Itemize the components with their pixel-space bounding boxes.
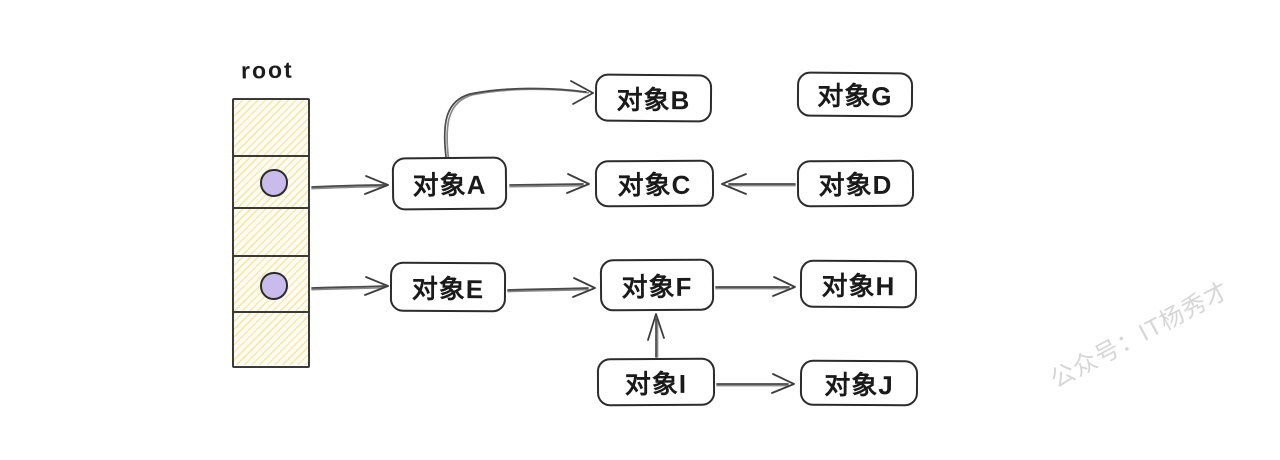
root-cell-1 [234,100,308,155]
node-object-B: 对象B [594,73,713,123]
node-object-C: 对象C [594,159,715,208]
node-label: 对象H [821,270,896,301]
edge-root-A-arrow [311,175,389,195]
node-label: 对象J [824,369,894,400]
root-stack [232,98,310,368]
root-cell-4 [234,255,308,311]
node-object-A: 对象A [391,156,508,211]
node-object-D: 对象D [796,159,915,208]
node-label: 对象B [616,84,691,115]
node-object-H: 对象H [799,259,918,309]
edge-F-H-arrow [715,276,796,297]
edge-I-J-arrow [716,373,795,394]
node-label: 对象A [412,169,487,201]
node-label: 对象E [411,273,485,304]
node-object-F: 对象F [599,258,715,312]
node-label: 对象F [621,271,693,302]
edge-D-C-arrow [721,173,796,195]
node-label: 对象G [817,80,893,112]
node-label: 对象I [624,368,688,399]
edge-root-E-arrow [311,276,389,296]
edge-E-F-arrow [507,277,596,298]
watermark: 公众号：IT杨秀才 [1046,276,1235,394]
node-object-E: 对象E [389,261,507,313]
root-cell-3 [234,207,308,255]
node-object-I: 对象I [596,357,716,407]
edge-I-F-arrow [647,313,665,358]
root-cell-2 [234,155,308,207]
node-object-G: 对象G [796,71,914,118]
pointer-dot [260,169,288,197]
pointer-dot [260,272,288,300]
root-cell-5 [234,311,308,365]
edge-A-C-arrow [509,173,590,194]
node-label: 对象D [818,169,893,201]
node-object-J: 对象J [799,359,919,407]
root-label: root [240,56,294,84]
edge-A-B-arrow [443,80,594,159]
node-label: 对象C [617,169,692,201]
